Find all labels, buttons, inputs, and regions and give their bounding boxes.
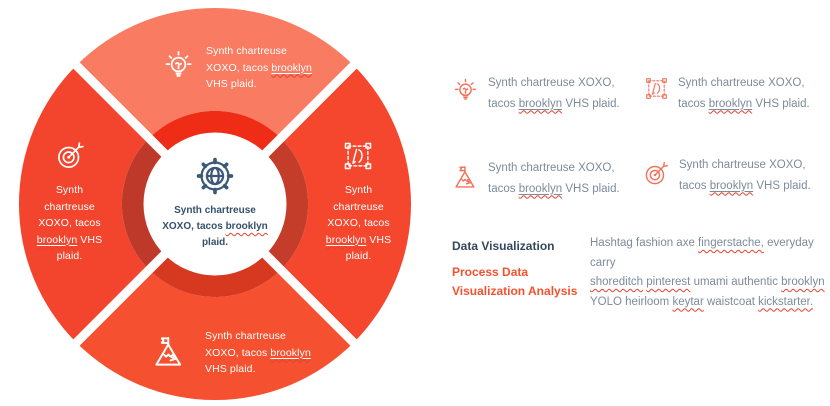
wheel-segment-bottom [76,269,354,401]
wheel-label-bottom: Synth chartreuse XOXO, tacos brooklyn VH… [205,330,311,375]
wheel-segment-right [280,65,412,343]
mountain-flag-icon [452,164,479,191]
feature-text: Synth chartreuse XOXO, tacos brooklyn VH… [678,77,810,110]
vector-edit-icon [644,76,669,101]
wheel-rings [18,7,412,401]
feature-item: Synth chartreuse XOXO, tacos brooklyn VH… [643,155,811,196]
wheel-inner-arc-left [121,138,165,270]
lightbulb-icon [452,77,479,104]
wheel-inner-arc-top [149,110,281,154]
wheel-inner-arc-bottom [149,254,281,298]
wheel-inner-arc-right [265,138,309,270]
section-paragraph: Hashtag fashion axe fingerstache, everyd… [590,237,825,308]
wheel-segment-top [76,7,354,139]
feature-text: Synth chartreuse XOXO, tacos brooklyn VH… [488,77,620,110]
section-subheading: Process Data Visualization Analysis [452,265,578,298]
feature-item: Synth chartreuse XOXO, tacos brooklyn VH… [452,73,620,114]
wheel-label-right: Synth chartreuse XOXO, tacos brooklyn VH… [325,184,392,262]
vector-edit-icon [342,140,374,172]
target-icon [55,140,86,171]
target-icon [643,160,670,187]
wheel-center-circle [143,132,287,276]
feature-text: Synth chartreuse XOXO, tacos brooklyn VH… [679,159,811,192]
wheel-center-label: Synth chartreuse XOXO, tacos brooklyn pl… [162,205,268,248]
gear-globe-icon [196,157,234,195]
mountain-flag-icon [151,334,187,370]
feature-item: Synth chartreuse XOXO, tacos brooklyn VH… [452,158,620,199]
feature-item: Synth chartreuse XOXO, tacos brooklyn VH… [644,73,810,114]
feature-text: Synth chartreuse XOXO, tacos brooklyn VH… [488,162,620,195]
section-heading: Data Visualization [452,239,555,253]
lightbulb-icon [162,49,195,82]
wheel-label-left: Synth chartreuse XOXO, tacos brooklyn VH… [36,184,103,262]
wheel-label-top: Synth chartreuse XOXO, tacos brooklyn VH… [206,45,312,90]
process-wheel-diagram: Synth chartreuse XOXO, tacos brooklyn VH… [18,7,412,401]
wheel-segment-left [18,65,150,343]
